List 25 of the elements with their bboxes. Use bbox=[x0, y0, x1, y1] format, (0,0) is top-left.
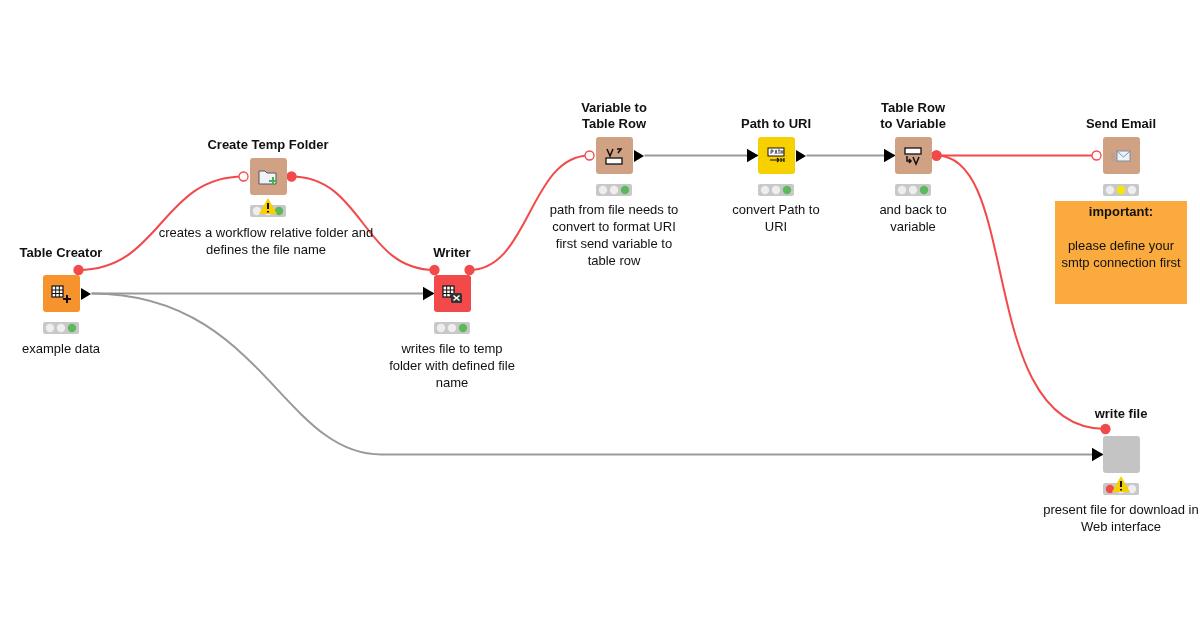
variable-connection bbox=[931, 150, 1111, 435]
node-title: Variable to Table Row bbox=[580, 100, 648, 132]
data-connection bbox=[643, 148, 759, 163]
variable-connection bbox=[73, 171, 249, 276]
note-box bbox=[1055, 201, 1187, 304]
variable-connection bbox=[286, 171, 440, 276]
variable-connection bbox=[464, 150, 595, 276]
node-title: Writer bbox=[432, 245, 472, 261]
node-title: Table Row to Variable bbox=[879, 100, 947, 132]
node-description: example data bbox=[20, 340, 102, 357]
note-text: please define your smtp connection first bbox=[1060, 237, 1182, 271]
node-title: Send Email bbox=[1084, 116, 1158, 132]
node-description: and back to variable bbox=[878, 201, 948, 235]
node-title: Path to URI bbox=[739, 116, 813, 132]
node-description: writes file to temp folder with defined file name bbox=[388, 340, 516, 391]
node-title: Create Temp Folder bbox=[206, 137, 330, 153]
node-description: present file for download in Web interface bbox=[1042, 501, 1200, 535]
node-description: path from file needs to convert to format URI first send variable to table row bbox=[549, 201, 679, 269]
note-heading: important: bbox=[1087, 203, 1155, 220]
node-description: creates a workflow relative folder and defines the file name bbox=[157, 224, 375, 258]
node-title: write file bbox=[1093, 406, 1149, 422]
data-connection bbox=[90, 292, 1104, 462]
node-description: convert Path to URI bbox=[731, 201, 821, 235]
data-connection bbox=[805, 148, 896, 163]
node-title: Table Creator bbox=[18, 245, 104, 261]
